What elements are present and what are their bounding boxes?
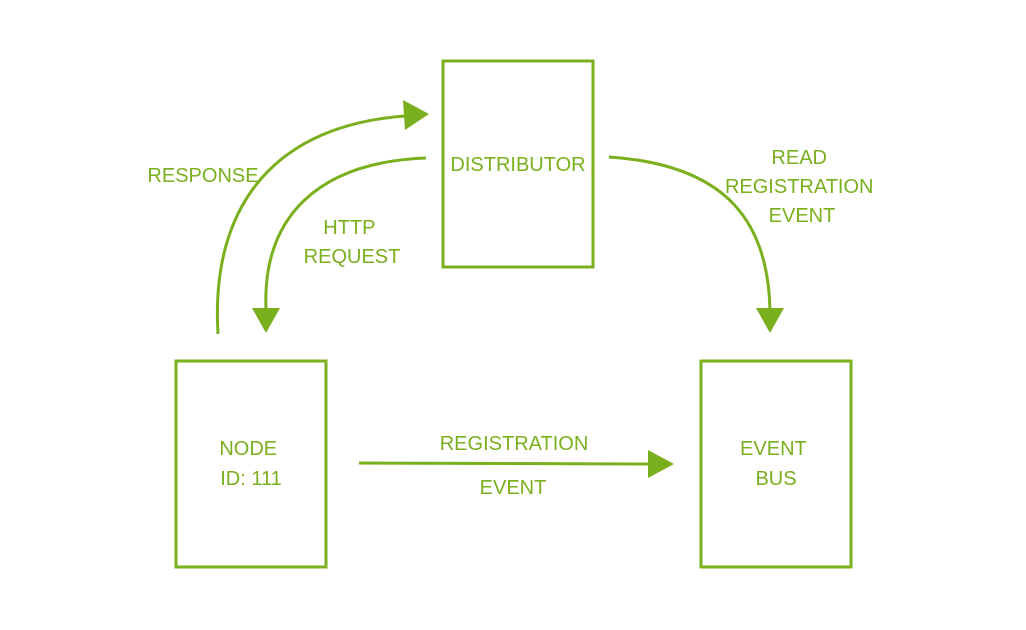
svg-text:EVENT BUS: EVENT BUS: [740, 438, 812, 490]
svg-text:RESPONSE: RESPONSE: [147, 165, 258, 187]
read-registration-event-label-line-3: EVENT: [769, 205, 836, 227]
registration-event-arrow-line: [358, 461, 651, 466]
response-edge: RESPONSE: [147, 100, 429, 335]
svg-text:NODE ID: 111: NODE ID: 111: [219, 438, 282, 490]
event-bus-box: [699, 359, 853, 569]
read-registration-event-label-line-1: READ: [771, 147, 827, 169]
svg-text:READ REGISTRATION: READ REGISTRATION EVENT: [725, 147, 879, 227]
http-request-label-line-1: HTTP: [323, 217, 375, 239]
node-box: [174, 359, 328, 569]
svg-text:DISTRIBUTOR: DISTRIBUTOR: [450, 154, 585, 176]
registration-event-label-line-2: EVENT: [480, 477, 547, 499]
distributor-node: DISTRIBUTOR: [441, 59, 595, 269]
node-node: NODE ID: 111: [174, 359, 328, 569]
registration-event-arrowhead: [648, 450, 674, 478]
http-request-arrow-line: [264, 156, 427, 311]
http-request-label-line-2: REQUEST: [304, 246, 401, 268]
event-bus-label-line-2: BUS: [755, 468, 796, 490]
http-request-arrowhead: [252, 308, 280, 333]
read-registration-event-arrow-line: [608, 155, 772, 311]
registration-event-label-line-1: REGISTRATION: [440, 433, 589, 455]
event-bus-label-line-1: EVENT: [740, 438, 806, 460]
distributor-label: DISTRIBUTOR: [450, 154, 585, 176]
read-registration-event-arrowhead: [756, 308, 784, 333]
response-arrow-line: [215, 114, 406, 335]
http-request-edge: HTTP REQUEST: [252, 156, 427, 333]
response-arrowhead: [403, 100, 429, 130]
registration-event-edge: REGISTRATION EVENT: [358, 433, 674, 499]
distributor-box: [441, 59, 595, 269]
response-label: RESPONSE: [147, 165, 258, 187]
read-registration-event-edge: READ REGISTRATION EVENT: [608, 147, 879, 333]
event-bus-node: EVENT BUS: [699, 359, 853, 569]
svg-text:REGISTRATION: REGISTRATION: [440, 433, 589, 455]
svg-text:EVENT: EVENT: [480, 477, 547, 499]
node-label-line-1: NODE: [219, 438, 277, 460]
svg-text:HTTP REQUEST: HTTP REQUEST: [304, 217, 401, 268]
read-registration-event-label-line-2: REGISTRATION: [725, 176, 874, 198]
node-label-line-2: ID: 111: [220, 468, 282, 490]
